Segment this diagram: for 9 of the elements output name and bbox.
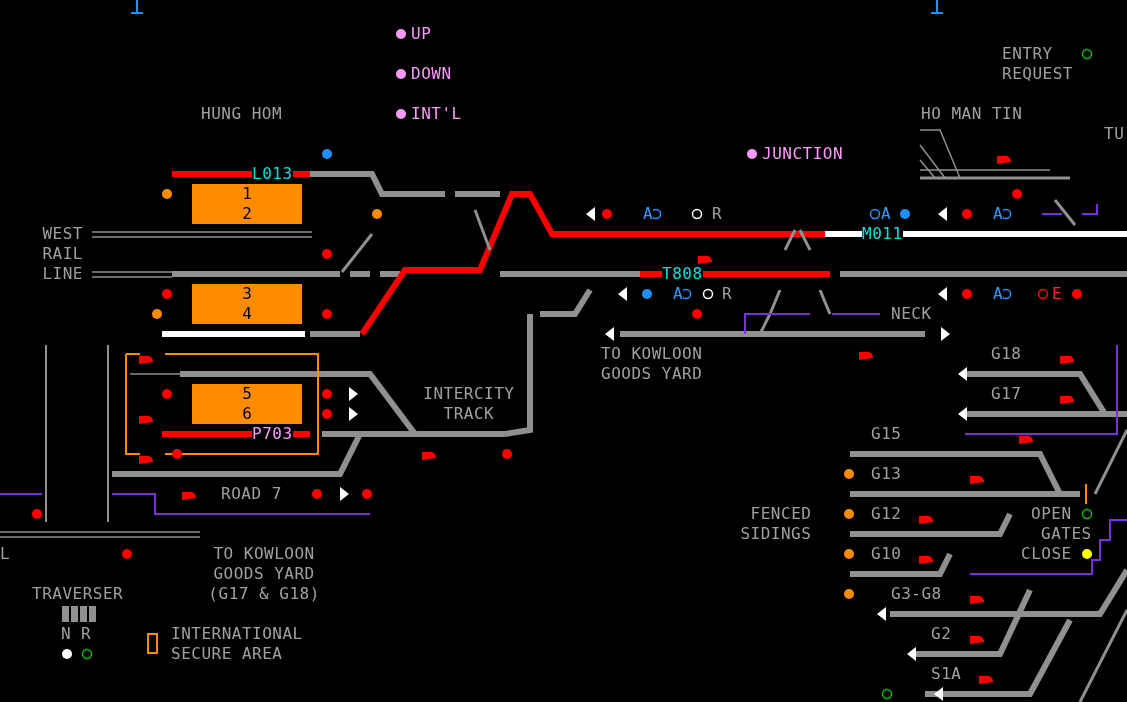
platform-number: 4 bbox=[241, 304, 253, 324]
platform-number: 3 bbox=[241, 284, 253, 304]
platform-number: 5 bbox=[241, 384, 253, 404]
platform-number: 2 bbox=[241, 204, 253, 224]
platform-number: 6 bbox=[241, 404, 253, 424]
platform-box bbox=[192, 284, 302, 324]
platform-box bbox=[192, 384, 302, 424]
platform-number: 1 bbox=[241, 184, 253, 204]
platform-box bbox=[192, 184, 302, 224]
